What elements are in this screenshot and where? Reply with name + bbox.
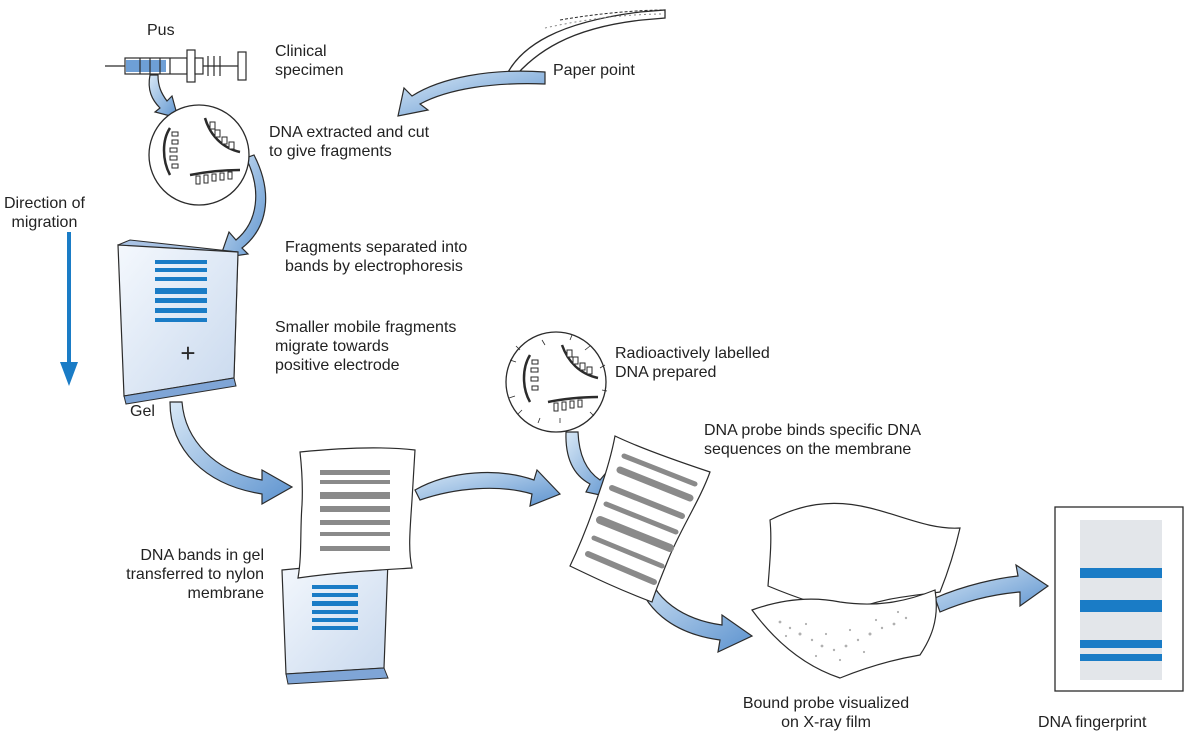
flow-arrows [148, 70, 1050, 654]
clinical-specimen-label: Clinical specimen [275, 43, 344, 79]
arrow-paperpoint-to-dna [397, 70, 546, 117]
gel-label: Gel [130, 403, 155, 420]
arrow-syringe-to-dna [148, 74, 179, 119]
radiolabelled-dna-icon [505, 331, 608, 433]
arrow-gel-to-membrane [169, 401, 294, 506]
direction-of-migration-label: Direction of migration [4, 195, 85, 231]
probe-binds-label: DNA probe binds specific DNA sequences o… [704, 422, 921, 458]
dna-fragments-icon [148, 104, 250, 206]
bound-probe-label: Bound probe visualized on X-ray film [742, 695, 910, 731]
arrow-membrane-to-probed [414, 468, 562, 507]
gel-slab-icon [117, 239, 239, 405]
smaller-fragments-label: Smaller mobile fragments migrate towards… [275, 319, 457, 374]
membrane-sheet-icon [281, 447, 416, 685]
arrow-dna-to-gel [219, 154, 267, 259]
plus-sign: + [180, 338, 195, 368]
direction-arrow [60, 232, 78, 386]
paper-point-icon [504, 9, 666, 81]
xray-film-icon [751, 502, 961, 679]
paper-point-label: Paper point [553, 62, 635, 79]
dna-fingerprint-label: DNA fingerprint [1038, 714, 1147, 731]
fragments-separated-label: Fragments separated into bands by electr… [285, 239, 468, 275]
radioactively-labelled-label: Radioactively labelled DNA prepared [615, 345, 770, 381]
syringe-icon [105, 49, 247, 83]
probed-membrane-icon [569, 435, 711, 603]
pus-label: Pus [147, 22, 175, 39]
arrow-xray-to-fingerprint [934, 563, 1050, 613]
dna-extracted-label: DNA extracted and cut to give fragments [269, 124, 430, 160]
dna-bands-transferred-label: DNA bands in gel transferred to nylon me… [126, 547, 264, 602]
dna-fingerprint-icon [1054, 506, 1184, 692]
